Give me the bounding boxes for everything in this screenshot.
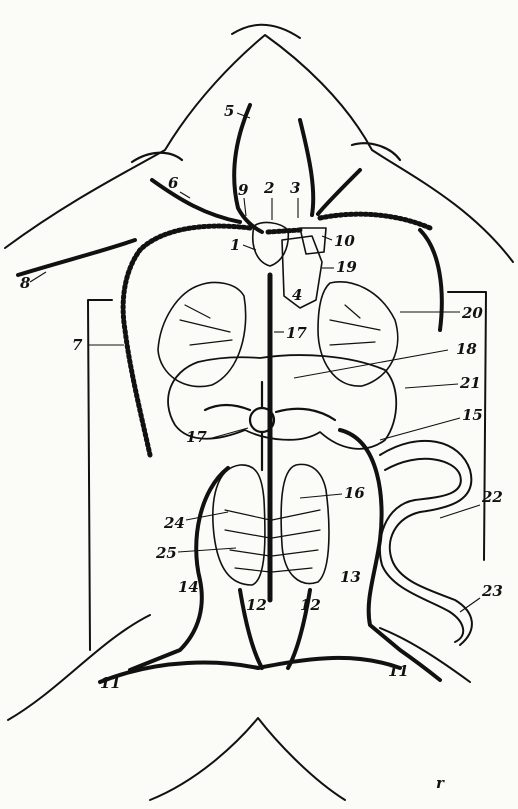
- label-11-right: 11: [388, 662, 409, 680]
- heart: [253, 223, 326, 308]
- label-9: 9: [238, 181, 249, 199]
- right-subclavian: [420, 230, 442, 330]
- label-7: 7: [72, 336, 83, 354]
- label-17-upper: 17: [286, 324, 307, 342]
- leader-17b: [212, 428, 248, 438]
- label-15: 15: [462, 406, 483, 424]
- major-veins: [18, 105, 442, 682]
- label-24: 24: [163, 514, 185, 532]
- right-external-jugular: [318, 170, 360, 214]
- right-renal-veins: [272, 510, 320, 572]
- label-r: r: [436, 774, 445, 792]
- right-jugular: [300, 120, 313, 215]
- label-2: 2: [263, 179, 274, 197]
- left-body-wall: [88, 300, 112, 650]
- right-body-wall: [448, 292, 486, 560]
- label-11-left: 11: [100, 674, 121, 692]
- right-subscapular: [320, 214, 430, 228]
- leader-10: [322, 236, 332, 240]
- label-18: 18: [456, 340, 477, 358]
- label-19: 19: [336, 258, 357, 276]
- vein-2-3-link: [268, 230, 300, 232]
- label-16: 16: [344, 484, 365, 502]
- label-10: 10: [334, 232, 355, 250]
- label-13: 13: [340, 568, 361, 586]
- label-8: 8: [20, 274, 31, 292]
- label-12-right: 12: [300, 596, 321, 614]
- right-hepatic-branch: [276, 409, 335, 420]
- leader-8: [30, 272, 46, 282]
- leader-16: [300, 494, 342, 498]
- vein-6: [152, 180, 240, 222]
- label-12-left: 12: [246, 596, 267, 614]
- vein-8: [18, 240, 135, 275]
- label-1: 1: [230, 236, 240, 254]
- label-17-lower: 17: [186, 428, 207, 446]
- intestine: [380, 441, 472, 645]
- lungs: [158, 282, 398, 387]
- label-21: 21: [459, 374, 481, 392]
- label-3: 3: [290, 179, 300, 197]
- right-kidney: [281, 464, 329, 583]
- leader-18: [294, 350, 448, 378]
- leader-24: [186, 512, 228, 520]
- vein-5-left-jugular: [234, 105, 262, 232]
- label-5: 5: [224, 102, 234, 120]
- eye-brows: [132, 143, 400, 162]
- dotted-veins: [123, 214, 430, 455]
- label-20: 20: [461, 304, 483, 322]
- label-14: 14: [178, 578, 199, 596]
- label-4: 4: [292, 286, 302, 304]
- label-6: 6: [168, 174, 179, 192]
- vein-11-sciatic: [100, 658, 400, 682]
- leader-25: [178, 548, 236, 552]
- left-leg-outline: [8, 615, 150, 720]
- intestine-inner: [380, 459, 463, 642]
- label-23: 23: [481, 582, 503, 600]
- leader-21: [405, 384, 458, 388]
- left-kidney: [213, 465, 265, 585]
- leader-9: [244, 198, 246, 216]
- left-lung: [158, 283, 246, 387]
- left-hepatic-branch: [205, 405, 250, 410]
- head-outline: [5, 35, 513, 262]
- cloaca-outline: [150, 718, 345, 800]
- body-outline: [5, 25, 513, 800]
- label-22: 22: [481, 488, 503, 506]
- right-pulmonary-branches: [330, 305, 380, 345]
- label-25: 25: [155, 544, 177, 562]
- left-pulmonary-branches: [180, 305, 232, 345]
- atrium-10: [300, 228, 326, 254]
